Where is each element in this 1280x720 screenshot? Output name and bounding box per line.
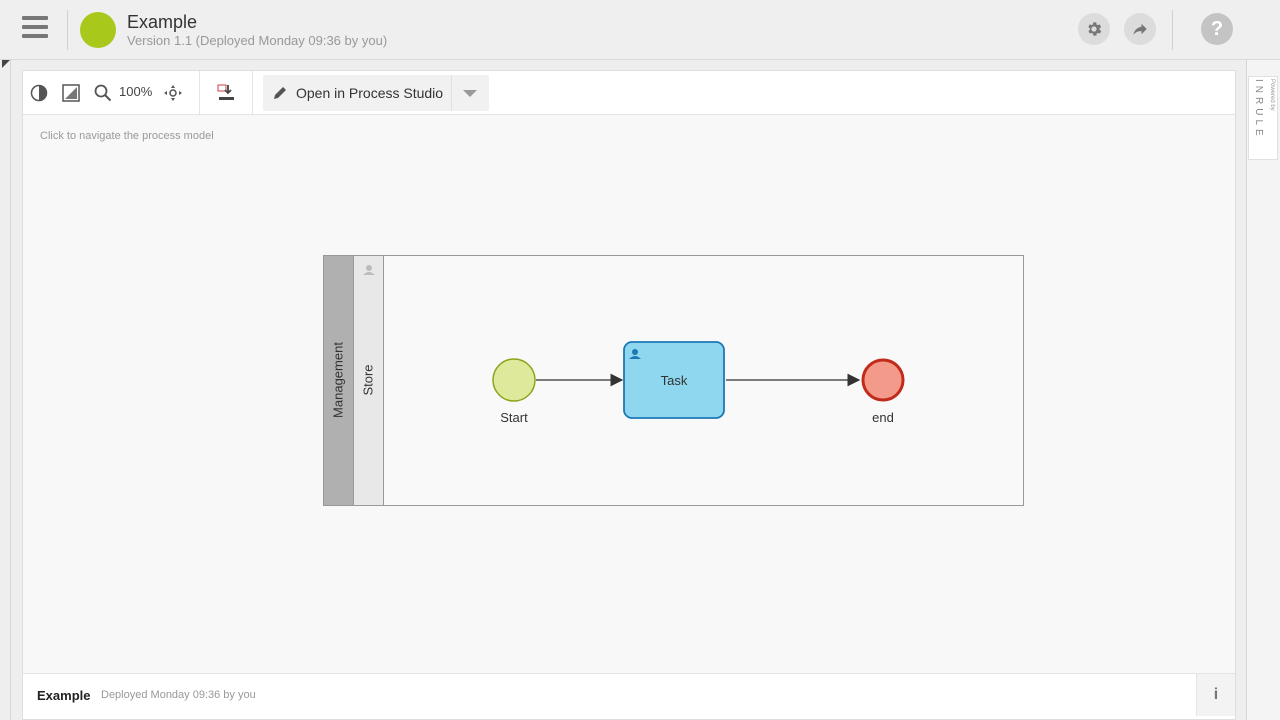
left-gutter [10,60,11,720]
brand-logo: INRULE [1253,79,1264,140]
contrast-toggle-button[interactable] [28,82,50,104]
user-icon [363,265,375,275]
app-header: Example Version 1.1 (Deployed Monday 09:… [0,0,1280,60]
share-button[interactable] [1124,13,1156,45]
fit-to-screen-button[interactable] [60,82,82,104]
corner-marker [2,60,10,68]
canvas-hint: Click to navigate the process model [40,130,214,142]
powered-by-label: Powered by [1269,79,1275,111]
lane-label: Store [360,364,375,395]
settings-button[interactable] [1078,13,1110,45]
task[interactable] [623,341,725,419]
end-event[interactable] [861,358,905,402]
start-event-label: Start [500,410,528,425]
details-footer: Example Deployed Monday 09:36 by you i [23,673,1235,719]
open-studio-label: Open in Process Studio [296,85,444,101]
hamburger-menu-icon[interactable] [22,16,48,42]
toolbar-divider [199,71,200,115]
version-subtitle: Version 1.1 (Deployed Monday 09:36 by yo… [127,33,388,48]
help-button[interactable]: ? [1201,13,1233,45]
download-image-icon [217,84,234,100]
contrast-icon [30,84,48,102]
pool-header [323,255,354,506]
diagram-toolbar: 100% Open in Process Studio [23,71,1235,115]
process-model-panel: 100% Open in Process Studio Click to [22,70,1236,720]
start-event[interactable] [492,358,536,402]
pan-button[interactable] [162,82,184,104]
open-in-process-studio-button[interactable]: Open in Process Studio [263,75,489,111]
share-arrow-icon [1133,23,1147,35]
footer-deployment-info: Deployed Monday 09:36 by you [101,689,256,701]
button-divider [451,75,452,111]
info-button[interactable]: i [1196,674,1235,716]
footer-title: Example [37,688,91,703]
zoom-level[interactable]: 100% [119,84,153,99]
right-side-strip [1246,60,1280,720]
pencil-icon [274,87,286,99]
header-divider [67,10,68,50]
gear-icon [1088,22,1102,36]
end-event-label: end [872,410,894,425]
chevron-down-icon[interactable] [463,90,477,97]
task-label: Task [661,373,688,388]
zoom-button[interactable] [92,82,114,104]
process-status-indicator [80,12,116,48]
process-diagram[interactable]: Management Store Start Task end [323,255,1024,506]
lane-header [353,255,384,506]
toolbar-divider [252,71,253,115]
page-title: Example [127,12,198,32]
pan-arrows-icon [164,85,182,101]
user-task-icon [629,349,641,359]
download-image-button[interactable] [215,82,237,104]
powered-by-badge[interactable]: Powered by INRULE [1248,76,1278,160]
magnifier-icon [94,84,112,102]
pool-label: Management [330,342,345,418]
header-divider [1172,10,1173,50]
fit-to-screen-icon [62,84,80,102]
